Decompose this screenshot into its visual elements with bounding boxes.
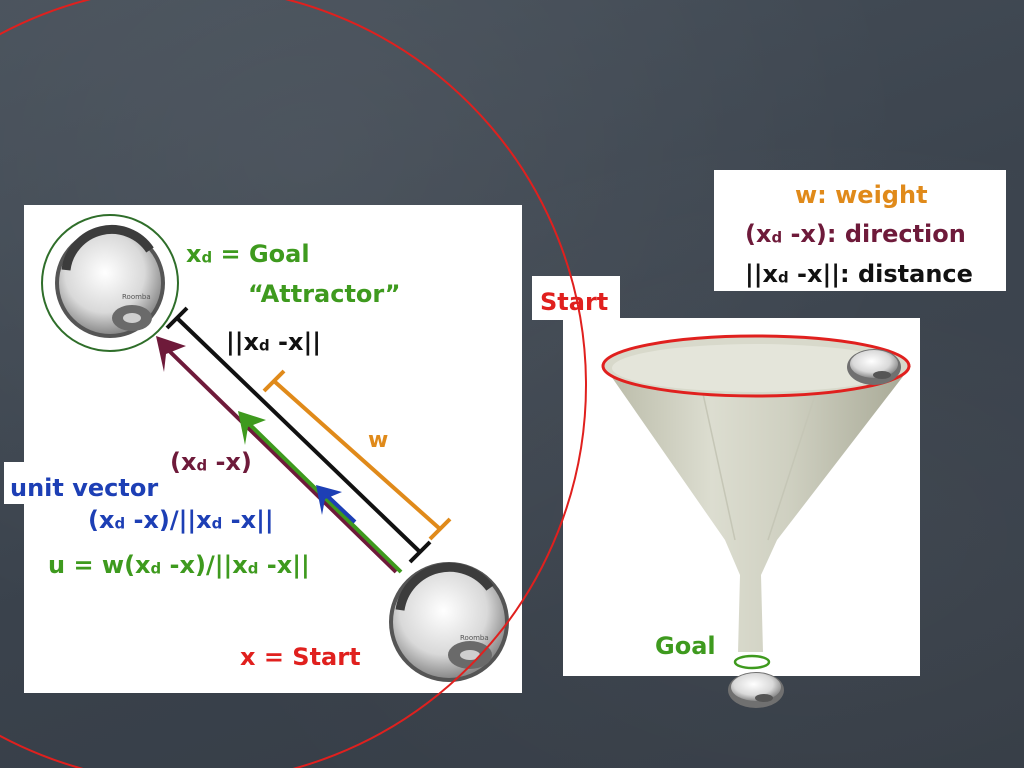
distance-bracket [165, 306, 432, 564]
command-formula: u = w(xd -x)/||xd -x|| [48, 551, 310, 579]
w-label: w [368, 428, 389, 453]
weight-bracket [262, 369, 452, 541]
direction-arrow [156, 336, 398, 574]
svg-text:Roomba: Roomba [122, 293, 151, 301]
svg-text:Roomba: Roomba [460, 634, 489, 642]
legend-weight-label: w: weight [795, 181, 928, 209]
funnel-goal-label: Goal [655, 632, 716, 660]
start-label: x = Start [240, 643, 361, 671]
legend-distance-label: ||xd -x||: distance [745, 260, 973, 288]
legend-direction-label: (xd -x): direction [745, 220, 966, 248]
legend-panel [714, 170, 1006, 291]
difference-label: (xd -x) [170, 448, 252, 476]
start-small-robot-icon [847, 349, 901, 385]
attractor-label: “Attractor” [248, 280, 401, 308]
start-robot-icon: Roomba [389, 562, 509, 682]
region-circle [0, 0, 587, 768]
goal-label: xd = Goal [186, 240, 310, 268]
goal-robot-icon: Roomba [41, 214, 179, 352]
unit-vector-tag [4, 462, 164, 504]
unit-vector-label: unit vector [10, 474, 159, 502]
goal-small-robot-icon [728, 672, 784, 708]
funnel-icon [601, 334, 911, 670]
norm-label: ||xd -x|| [226, 328, 321, 356]
funnel-start-label: Start [540, 288, 609, 316]
unit-vector-formula: (xd -x)/||xd -x|| [88, 506, 274, 534]
unit-vector-arrow [316, 485, 357, 524]
